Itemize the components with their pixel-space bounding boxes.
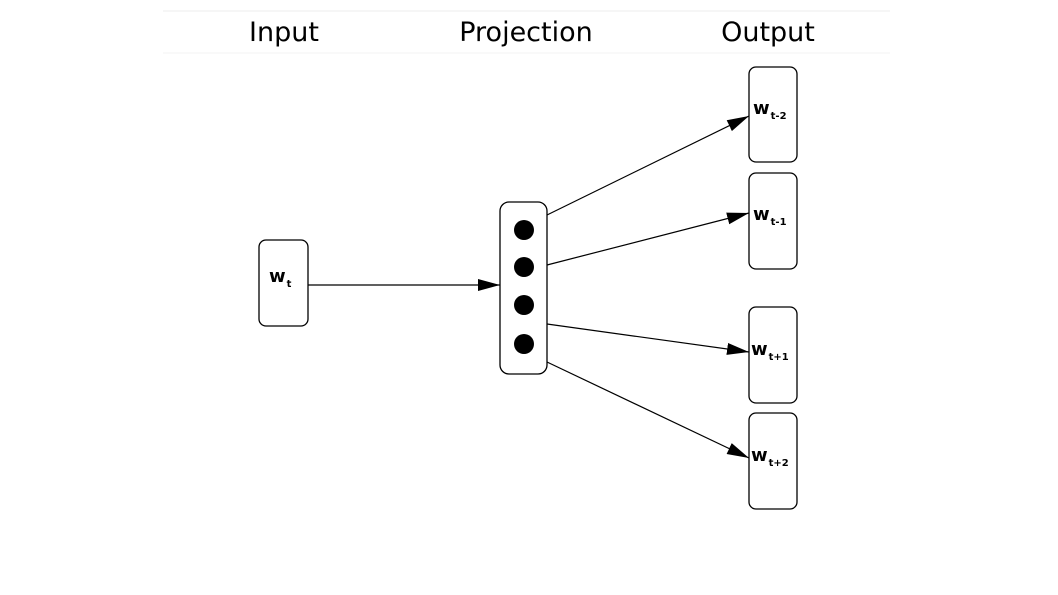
- output-node-t-2: wt-2: [748, 66, 798, 163]
- output-word-label: wt-1: [753, 204, 787, 228]
- output-word-main: w: [751, 445, 768, 466]
- input-word-subscript: t: [287, 279, 292, 290]
- projection-unit: [514, 257, 534, 277]
- output-column-title: Output: [721, 17, 815, 48]
- input-word-main: w: [269, 266, 286, 287]
- projection-to-output-arrow-t+1: [546, 323, 750, 355]
- projection-column-title: Projection: [459, 17, 593, 48]
- output-word-label: wt+1: [751, 339, 789, 363]
- output-word-main: w: [753, 98, 770, 119]
- projection-unit: [514, 334, 534, 354]
- output-word-label: wt-2: [753, 98, 787, 122]
- output-node-t-1: wt-1: [748, 172, 798, 270]
- output-word-subscript: t+2: [769, 458, 789, 469]
- input-column-title: Input: [249, 17, 319, 48]
- input-node: wt: [258, 239, 309, 327]
- output-word-main: w: [751, 339, 768, 360]
- projection-unit: [514, 220, 534, 240]
- output-node-t+1: wt+1: [748, 306, 798, 404]
- projection-layer: [499, 201, 548, 375]
- output-word-subscript: t-2: [771, 111, 787, 122]
- projection-to-output-arrow-t-1: [546, 212, 750, 266]
- output-node-t+2: wt+2: [748, 412, 798, 510]
- output-word-subscript: t+1: [769, 352, 789, 363]
- edges: [308, 115, 750, 459]
- projection-to-output-arrow-t-2: [546, 115, 750, 216]
- input-word-label: wt: [269, 266, 292, 290]
- projection-unit: [514, 295, 534, 315]
- output-word-main: w: [753, 204, 770, 225]
- projection-to-output-arrow-t+2: [546, 361, 750, 459]
- output-word-subscript: t-1: [771, 217, 787, 228]
- output-word-label: wt+2: [751, 445, 789, 469]
